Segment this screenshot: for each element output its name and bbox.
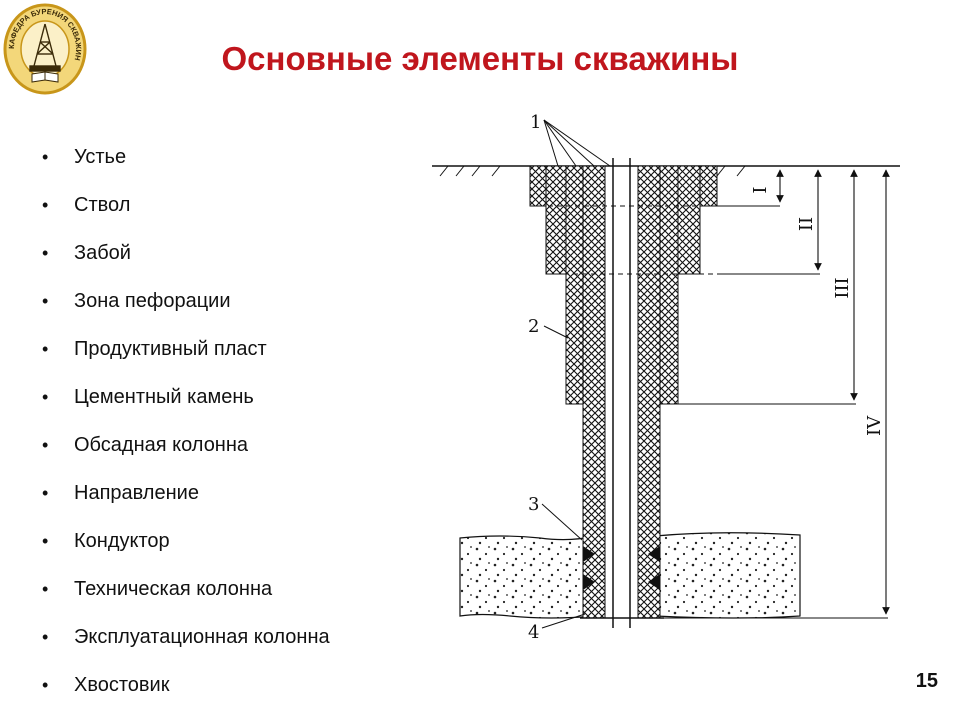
depth-label-ii: II — [796, 217, 817, 231]
tubing — [612, 158, 631, 628]
list-item: Забой — [42, 236, 330, 284]
well-diagram: I II III IV 1 2 3 4 — [432, 112, 900, 638]
callout-4: 4 — [528, 622, 539, 638]
depth-label-iv: IV — [864, 415, 885, 436]
productive-layer — [654, 532, 801, 619]
list-item: Продуктивный пласт — [42, 332, 330, 380]
list-item: Обсадная колонна — [42, 428, 330, 476]
callout-2: 2 — [528, 316, 539, 337]
page-number: 15 — [915, 670, 938, 692]
callout-3: 3 — [528, 494, 539, 515]
productive-layer — [459, 535, 596, 619]
callout-1: 1 — [530, 112, 541, 133]
list-item: Эксплуатационная колонна — [42, 620, 330, 668]
derrick-icon — [29, 23, 61, 72]
list-item: Зона пефорации — [42, 284, 330, 332]
book-icon — [31, 71, 59, 83]
list-item: Направление — [42, 476, 330, 524]
surface-casing — [545, 165, 701, 275]
page-title: Основные элементы скважины — [221, 40, 739, 77]
bullet-list: Устье Ствол Забой Зона пефорации Продукт… — [42, 140, 330, 716]
list-item: Устье — [42, 140, 330, 188]
intermediate-casing — [565, 165, 679, 405]
depth-label-i: I — [750, 186, 771, 193]
production-casing — [582, 165, 661, 619]
callout-leaders — [541, 119, 611, 629]
perforation-zone — [583, 546, 660, 590]
list-item: Цементный камень — [42, 380, 330, 428]
list-item: Кондуктор — [42, 524, 330, 572]
list-item: Хвостовик — [42, 668, 330, 716]
depth-label-iii: III — [832, 277, 853, 298]
logo: КАФЕДРА БУРЕНИЯ СКВАЖИН — [3, 3, 87, 95]
list-item: Техническая колонна — [42, 572, 330, 620]
list-item: Ствол — [42, 188, 330, 236]
